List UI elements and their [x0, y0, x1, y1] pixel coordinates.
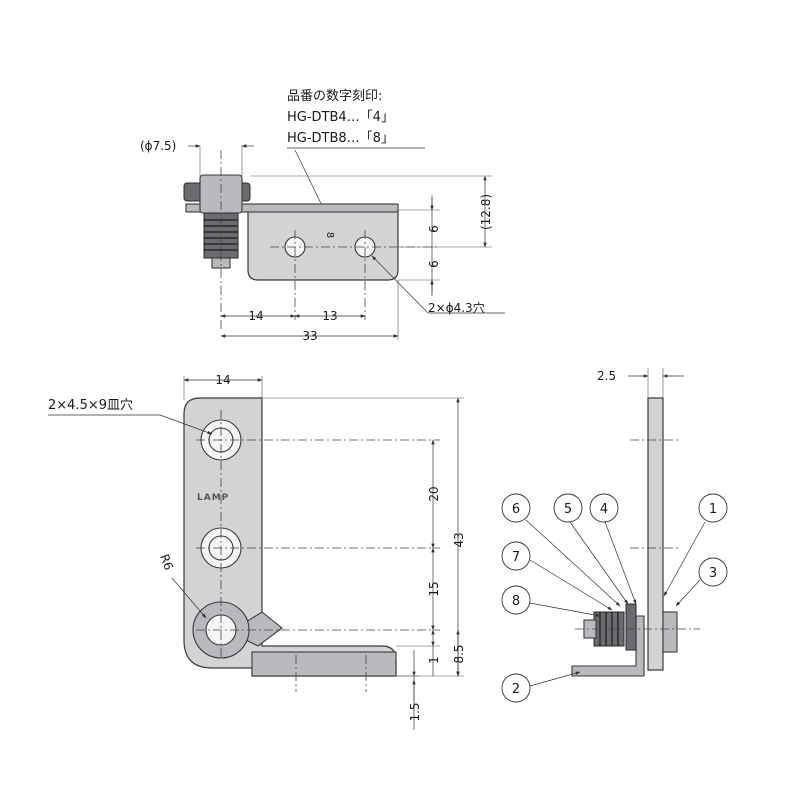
dim-half-upper: 6: [427, 225, 441, 233]
side-nut: [625, 603, 637, 651]
dim-overall-top: 33: [302, 329, 317, 343]
callout-2: 2: [501, 671, 581, 703]
callout-3: 3: [675, 557, 728, 607]
dim-offset: 1: [427, 656, 441, 664]
radius-leader: [171, 577, 207, 619]
engraving-note-title: 品番の数字刻印:: [287, 89, 382, 104]
callout-6: 6: [501, 493, 621, 607]
side-view: 2.5 1 2 3 4 5 6: [501, 368, 728, 703]
dim-half-lower: 6: [427, 260, 441, 268]
engraved-digit: 8: [324, 232, 335, 238]
callout-2-label: 2: [512, 682, 520, 697]
callout-8-label: 8: [512, 594, 520, 609]
dim-hole-pitch: 13: [322, 309, 337, 323]
dim-knob-dia: (ϕ7.5): [140, 139, 176, 153]
side-plate: [647, 397, 664, 671]
dim-overall-front: 43: [452, 532, 466, 547]
callout-1-label: 1: [709, 502, 717, 517]
callout-3-label: 3: [709, 566, 717, 581]
lamp-logo: LAMP: [197, 493, 229, 503]
dim-hole-to-pivot: 15: [427, 581, 441, 596]
dim-pivot-to-base: 8.5: [452, 644, 466, 663]
dim-plate-thickness: 2.5: [597, 369, 616, 383]
front-base: [251, 651, 397, 677]
dim-hole-pitch-front: 20: [427, 486, 441, 501]
dim-holes: 2×ϕ4.3穴: [428, 300, 485, 315]
callout-6-label: 6: [512, 502, 520, 517]
callout-4-label: 4: [600, 502, 608, 517]
callout-5-label: 5: [564, 502, 572, 517]
front-view: LAMP 14 43 20 15 1 8.5 1.5 2×4.5×9皿穴: [48, 373, 466, 730]
top-view: 品番の数字刻印: HG-DTB4…「4」 HG-DTB8…「8」 8: [140, 89, 505, 343]
dim-radius: R6: [157, 552, 176, 572]
top-plate: [247, 209, 399, 281]
callout-4: 4: [589, 493, 637, 605]
callout-7-label: 7: [512, 550, 520, 565]
callout-5: 5: [553, 493, 629, 605]
countersink-leader: [159, 414, 213, 435]
callout-1: 1: [663, 493, 728, 597]
side-bracket: [571, 615, 645, 677]
side-washer: [662, 611, 678, 653]
top-flange: [185, 203, 399, 213]
callout-7: 7: [501, 541, 613, 611]
hole-leader: [371, 255, 429, 314]
dim-height: (12.8): [479, 194, 493, 230]
dim-width: 14: [215, 373, 230, 387]
dim-to-hole1: 14: [248, 309, 263, 323]
callout-8: 8: [501, 585, 601, 617]
dim-countersink: 2×4.5×9皿穴: [48, 398, 133, 413]
engraving-note-dtb8: HG-DTB8…「8」: [287, 131, 394, 146]
dim-thickness: 1.5: [408, 702, 422, 721]
engraving-note-dtb4: HG-DTB4…「4」: [287, 110, 394, 125]
